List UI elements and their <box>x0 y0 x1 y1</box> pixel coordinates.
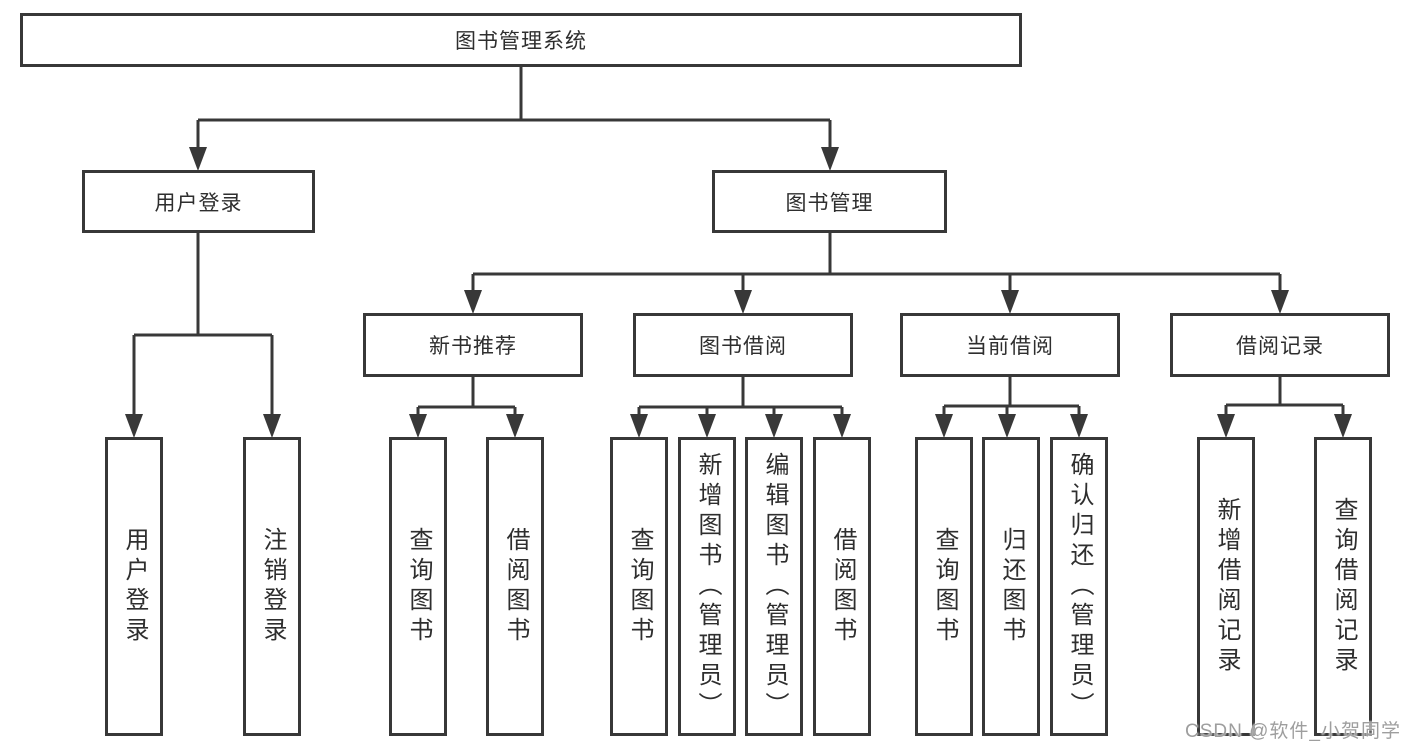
node-label: 确认归还（管理员） <box>1066 451 1093 722</box>
node-label: 编辑图书（管理员） <box>761 451 788 722</box>
node-label: 新增借阅记录 <box>1213 496 1240 677</box>
leaf-user-login: 用户登录 <box>105 437 163 736</box>
node-borrowing-records: 借阅记录 <box>1170 313 1390 377</box>
leaf-add-borrow-record: 新增借阅记录 <box>1197 437 1255 736</box>
leaf-confirm-return-admin: 确认归还（管理员） <box>1050 437 1108 736</box>
node-book-management: 图书管理 <box>712 170 947 233</box>
leaf-edit-book-admin: 编辑图书（管理员） <box>745 437 803 736</box>
node-label: 借阅图书 <box>502 526 529 647</box>
node-label: 新书推荐 <box>429 335 517 358</box>
node-label: 图书管理 <box>785 191 874 215</box>
node-label: 新增图书（管理员） <box>694 451 721 722</box>
leaf-borrow-books-borrowing: 借阅图书 <box>813 437 871 736</box>
node-book-borrowing: 图书借阅 <box>633 313 853 377</box>
leaf-return-book: 归还图书 <box>982 437 1040 736</box>
node-library-management-system: 图书管理系统 <box>20 13 1022 67</box>
node-label: 查询借阅记录 <box>1330 496 1357 677</box>
node-label: 借阅图书 <box>829 526 856 647</box>
node-label: 用户登录 <box>154 191 243 215</box>
leaf-query-books-borrowing: 查询图书 <box>610 437 668 736</box>
node-label: 当前借阅 <box>966 335 1054 358</box>
leaf-logout-login: 注销登录 <box>243 437 301 736</box>
node-label: 图书借阅 <box>699 335 787 358</box>
leaf-query-books-recommend: 查询图书 <box>389 437 447 736</box>
leaf-borrow-books-recommend: 借阅图书 <box>486 437 544 736</box>
watermark: CSDN @软件_小贺同学 <box>1185 721 1401 742</box>
node-current-borrowing: 当前借阅 <box>900 313 1120 377</box>
leaf-add-book-admin: 新增图书（管理员） <box>678 437 736 736</box>
node-user-login: 用户登录 <box>82 170 315 233</box>
node-new-book-recommendation: 新书推荐 <box>363 313 583 377</box>
leaf-query-books-current: 查询图书 <box>915 437 973 736</box>
node-label: 图书管理系统 <box>455 30 587 53</box>
node-label: 借阅记录 <box>1236 335 1324 358</box>
leaf-query-borrow-record: 查询借阅记录 <box>1314 437 1372 736</box>
node-label: 用户登录 <box>121 526 148 647</box>
node-label: 查询图书 <box>405 526 432 647</box>
node-label: 查询图书 <box>626 526 653 647</box>
node-label: 查询图书 <box>931 526 958 647</box>
node-label: 归还图书 <box>998 526 1025 647</box>
node-label: 注销登录 <box>259 526 286 647</box>
